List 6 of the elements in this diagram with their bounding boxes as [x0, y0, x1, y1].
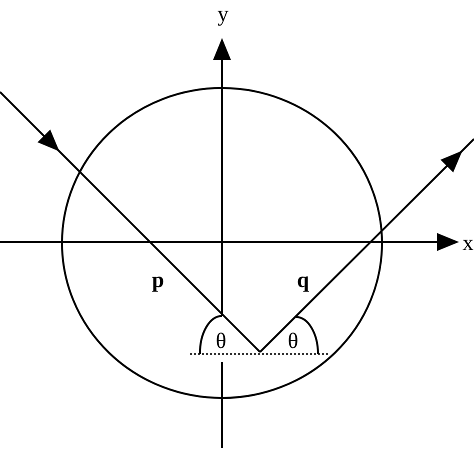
axis-label: x	[462, 232, 474, 254]
angle-label: θ	[216, 330, 226, 352]
ray-label: q	[296, 269, 310, 291]
ray-label: p	[152, 269, 164, 291]
angle-label: θ	[288, 330, 298, 352]
axis-label: y	[218, 3, 228, 25]
